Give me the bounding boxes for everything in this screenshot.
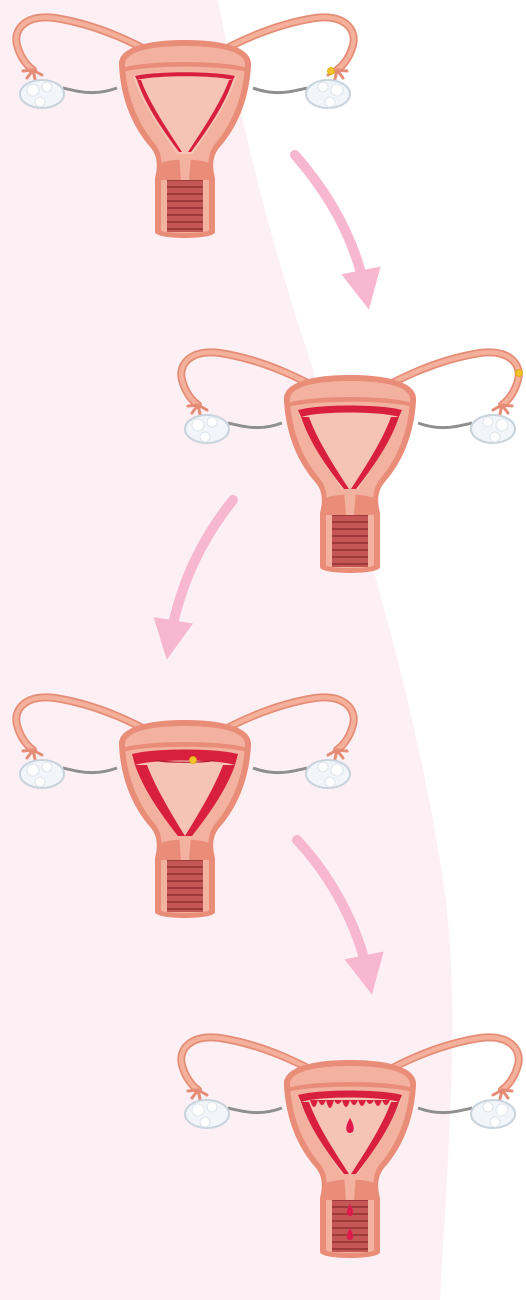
- egg-cell: [328, 68, 335, 75]
- egg-cell: [516, 370, 523, 377]
- egg-cell: [190, 757, 197, 764]
- arrow-1: [295, 155, 365, 290]
